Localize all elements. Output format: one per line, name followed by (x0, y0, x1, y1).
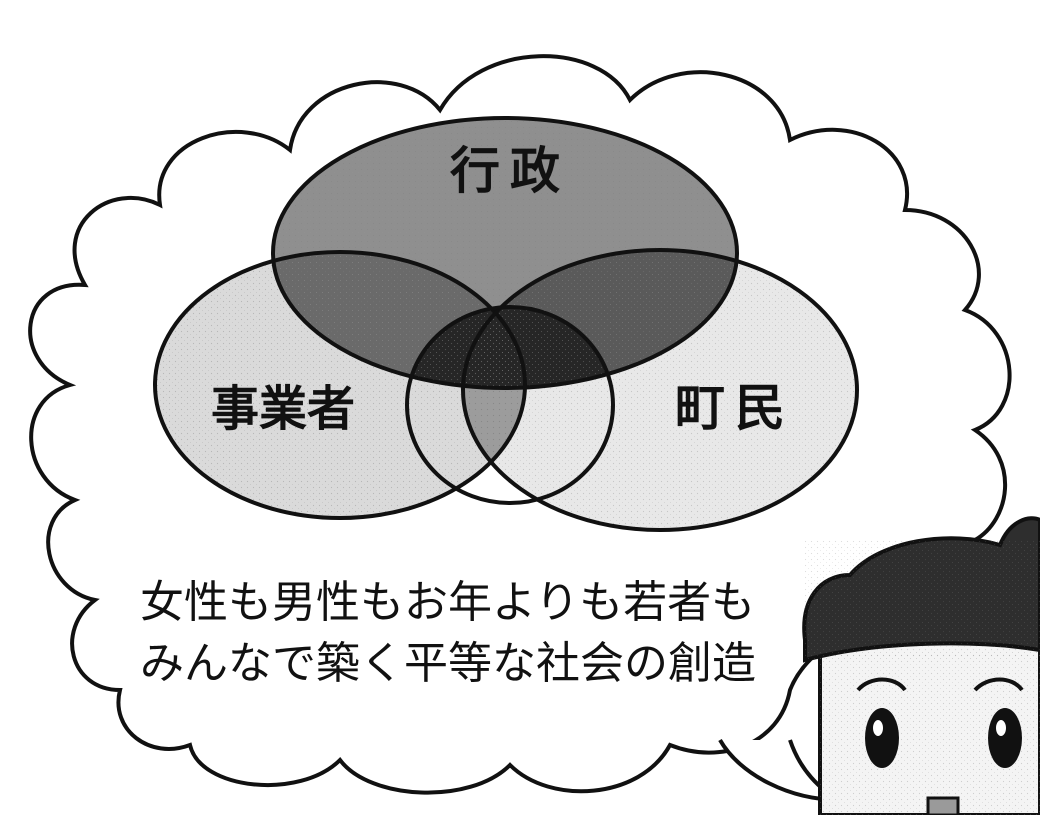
slogan-line-1: 女性も男性もお年よりも若者も (140, 577, 755, 628)
mascot-right-eye (988, 708, 1022, 768)
label-chomin: 町民 (675, 379, 795, 437)
slogan-line-2: みんなで築く平等な社会の創造 (140, 638, 756, 689)
mascot-character (802, 516, 1040, 815)
center-lens-outline (405, 305, 615, 505)
label-jigyosha: 事業者 (211, 381, 355, 437)
mascot-left-eye (865, 708, 899, 768)
label-gyosei: 行政 (450, 142, 570, 200)
mascot-mouth (926, 796, 960, 815)
